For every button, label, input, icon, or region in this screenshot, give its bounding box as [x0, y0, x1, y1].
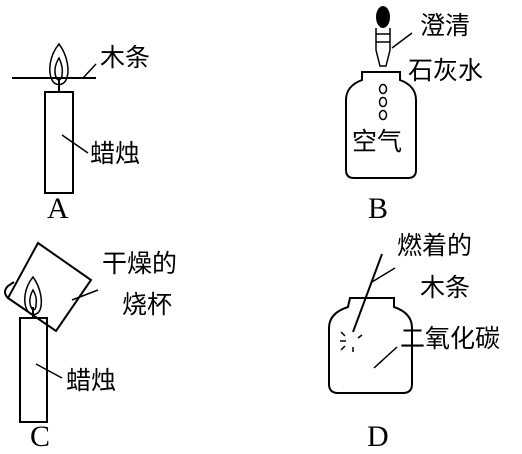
- dropper-tube: [375, 28, 391, 67]
- candle-c: [19, 317, 48, 423]
- caption-c: C: [30, 420, 50, 453]
- bottle-leader-d: [373, 346, 398, 369]
- candle-leader-a: [61, 134, 89, 154]
- flame-inner-c: [29, 288, 38, 311]
- flame-inner-a: [54, 56, 64, 81]
- candle-label-a: 蜡烛: [90, 139, 140, 168]
- reagent-leader-b: [391, 32, 413, 49]
- stick-label-a: 木条: [100, 43, 150, 72]
- candle-leader-c: [35, 363, 63, 379]
- bottle-label-d: 二氧化碳: [400, 324, 500, 353]
- caption-b: B: [368, 192, 388, 225]
- bottle-label-b: 空气: [352, 127, 402, 156]
- beaker-leader-c: [71, 289, 99, 301]
- dropper-bulb: [376, 6, 390, 28]
- candle-label-c: 蜡烛: [66, 366, 116, 395]
- beaker-label-c-line1: 干燥的: [102, 249, 177, 278]
- beaker-spout: [4, 281, 15, 299]
- panel-c: 干燥的 烧杯 蜡烛 C: [4, 241, 177, 453]
- gas-bottle-b: [345, 71, 417, 179]
- stick-leader-d: [371, 267, 396, 283]
- spark-icon: [340, 331, 363, 352]
- caption-d: D: [367, 420, 389, 453]
- wooden-stick-d: [352, 253, 383, 333]
- drop: [378, 96, 388, 108]
- caption-a: A: [47, 192, 69, 225]
- panel-b: 澄清 石灰水 空气 B: [345, 6, 483, 225]
- gas-bottle-d: [328, 297, 413, 394]
- reagent-label-b-line1: 澄清: [420, 11, 470, 40]
- flame-outer-a: [49, 42, 69, 86]
- reagent-label-b-line2: 石灰水: [408, 56, 483, 85]
- panel-d: 燃着的 木条 二氧化碳 D: [328, 231, 500, 453]
- dry-beaker: [6, 241, 93, 333]
- drop: [378, 109, 388, 121]
- stick-label-d-line2: 木条: [420, 273, 470, 302]
- panel-a: 木条 蜡烛 A: [12, 42, 150, 225]
- drop: [378, 83, 388, 95]
- stick-leader-a: [82, 63, 97, 79]
- beaker-label-c-line2: 烧杯: [122, 290, 172, 319]
- candle-a: [44, 91, 74, 194]
- stick-label-d-line1: 燃着的: [397, 231, 472, 260]
